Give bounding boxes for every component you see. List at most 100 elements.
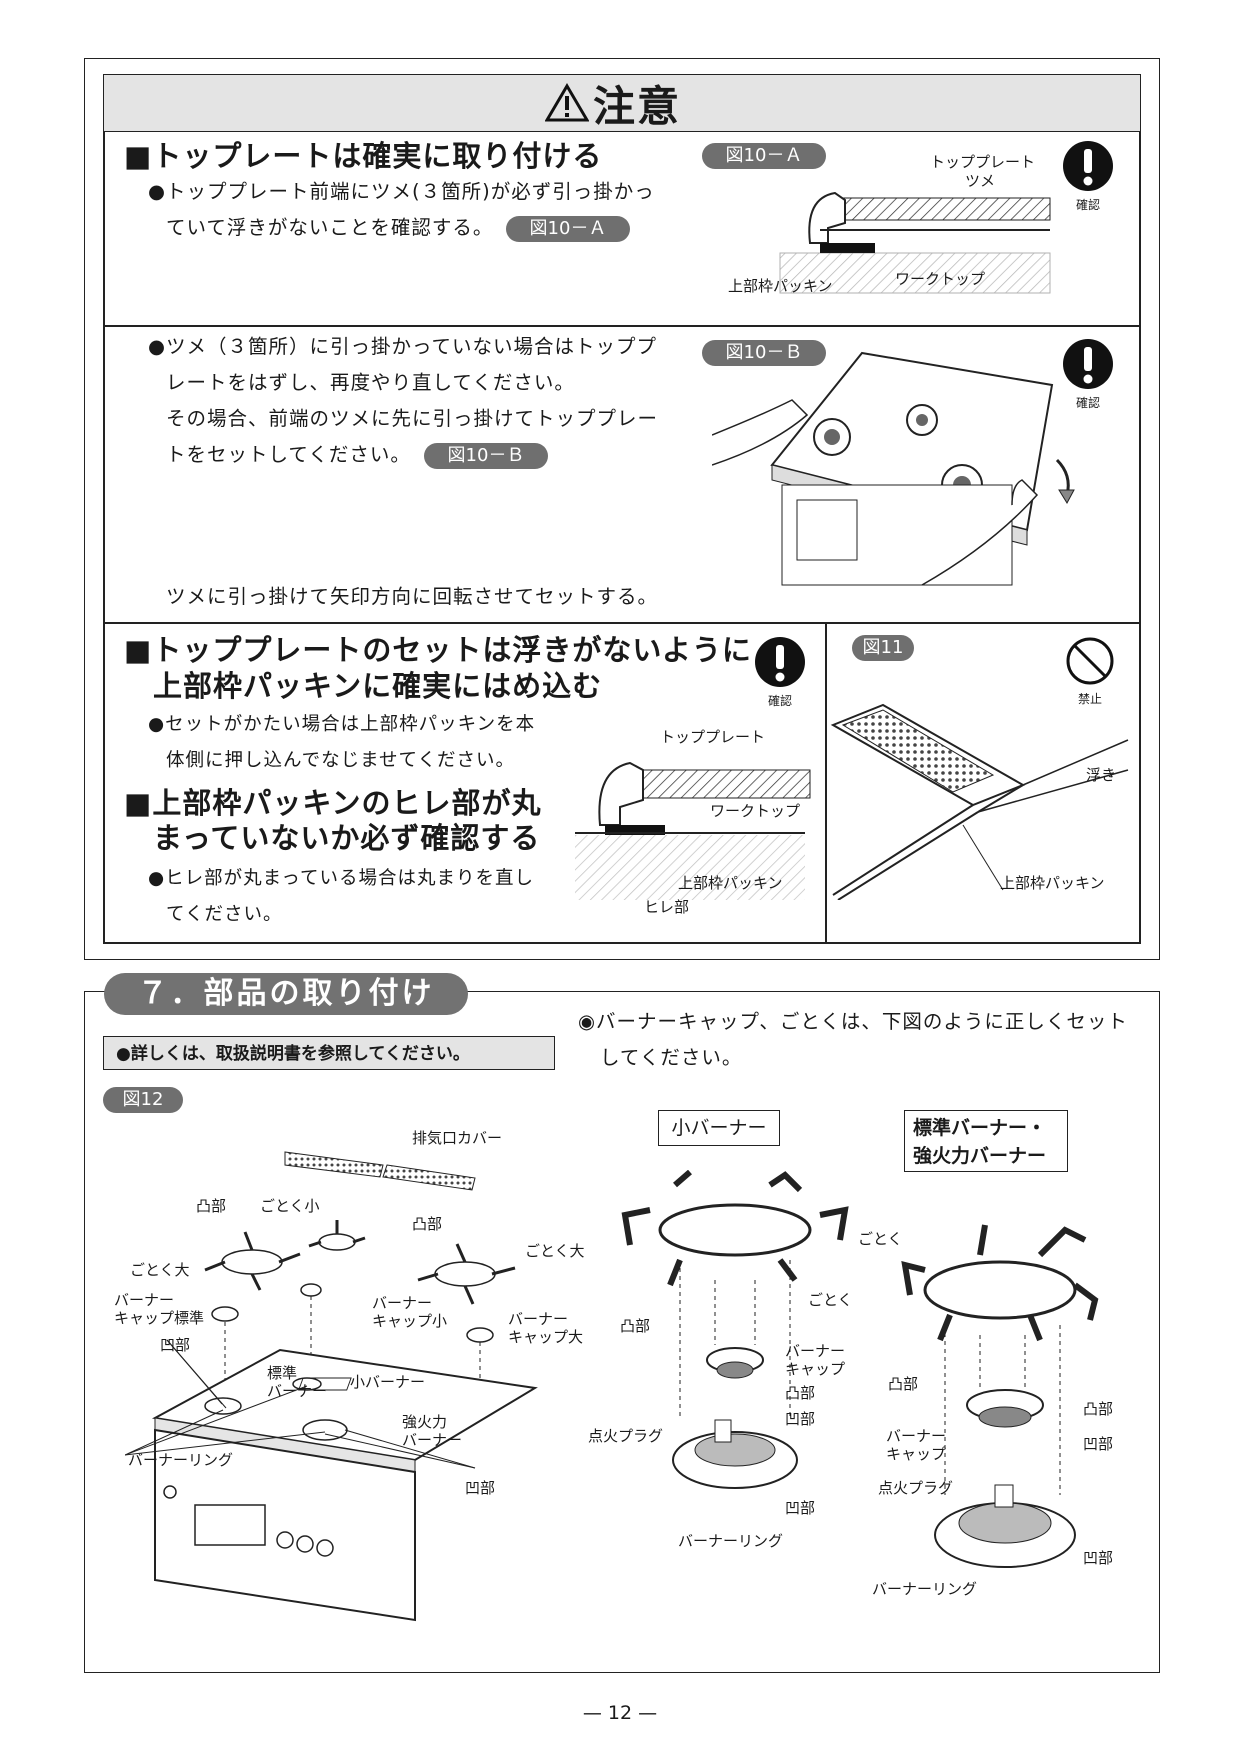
std-callout-convex-1: 凸部 [888, 1375, 919, 1393]
fig11-prohibit-icon: 禁止 [1064, 636, 1116, 707]
small-callout-concave-1: 凹部 [785, 1410, 816, 1428]
warning-triangle-icon [545, 83, 589, 122]
fig11-callout-float: 浮き [1086, 766, 1117, 784]
section7-note: ●詳しくは、取扱説明書を参照してください。 [103, 1036, 555, 1070]
section7-title: ７．部品の取り付け [104, 973, 468, 1015]
fig12-callout-cap-std-1: バーナー [114, 1291, 175, 1309]
fig11-callout-packing: 上部枠パッキン [1000, 874, 1105, 892]
std-burner-title-line1: 標準バーナー・ [913, 1117, 1047, 1139]
fig10a-label: 図10－Ａ [702, 143, 826, 169]
s2-figure-ref: 図10－Ｂ [424, 443, 548, 469]
std-burner-diagram [901, 1224, 1099, 1568]
small-callout-convex-1: 凸部 [620, 1317, 651, 1335]
s2-line2: レートをはずし、再度やり直してください。 [166, 371, 575, 394]
std-callout-ring: バーナーリング [872, 1580, 978, 1598]
fig10a-callout-worktop: ワークトップ [895, 270, 986, 288]
fig10a-callout-tsume: ツメ [965, 172, 996, 190]
std-callout-concave-2: 凹部 [1083, 1549, 1114, 1567]
s3-bullet1-line1: ●セットがかたい場合は上部枠パッキンを本 [148, 714, 536, 735]
fig11-label: 図11 [852, 635, 914, 661]
page-number: — 12 — [582, 1702, 658, 1724]
std-burner-title-line2: 強火力バーナー [913, 1145, 1047, 1167]
fig12-callout-exhaust-cover: 排気口カバー [412, 1129, 503, 1147]
s3-heading2-line2: まっていないか必ず確認する [153, 821, 541, 855]
fig12-callout-concave-2: 凹部 [465, 1479, 496, 1497]
fig12-callout-std-burner-2: バーナー [267, 1382, 328, 1400]
fig12-callout-high-burner-1: 強火力 [402, 1413, 448, 1431]
s1-heading: ■トップレートは確実に取り付ける [124, 139, 603, 173]
s3-heading-line1: ■トッププレートのセットは浮きがないように [124, 633, 752, 667]
fig12-callout-convex-1: 凸部 [196, 1197, 227, 1215]
fig12-callout-trivet-large-left: ごとく大 [130, 1261, 190, 1279]
fig12-label: 図12 [103, 1087, 183, 1113]
fig12-callout-concave-1: 凹部 [160, 1336, 191, 1354]
std-callout-cap-2: キャップ [886, 1445, 947, 1463]
fig12-callout-cap-large-1: バーナー [508, 1310, 569, 1328]
s2-line4: トをセットしてください。 [166, 443, 411, 466]
section7-intro-line2: してください。 [600, 1046, 743, 1069]
s3-bullet2-line1: ●ヒレ部が丸まっている場合は丸まりを直し [148, 868, 534, 889]
small-callout-concave-2: 凹部 [785, 1499, 816, 1517]
std-callout-concave-1: 凹部 [1083, 1435, 1114, 1453]
fig12-callout-trivet-large-right: ごとく大 [525, 1242, 585, 1260]
caution-outer-frame [84, 58, 1160, 960]
std-callout-convex-2: 凸部 [1083, 1400, 1114, 1418]
fig12-callout-cap-small-2: キャップ小 [372, 1312, 448, 1330]
fig10a-callout-packing: 上部枠パッキン [728, 277, 833, 295]
s1-bullet-line2: ていて浮きがないことを確認する。 [166, 216, 494, 239]
s3-heading2-line1: ■上部枠パッキンのヒレ部が丸 [124, 786, 542, 820]
small-callout-igniter: 点火プラグ [588, 1427, 664, 1445]
fig12-callout-small-burner: 小バーナー [350, 1373, 426, 1391]
fig12-callout-convex-2: 凸部 [412, 1215, 443, 1233]
small-callout-cap-1: バーナー [785, 1342, 846, 1360]
fig12-callout-std-burner-1: 標準 [267, 1364, 298, 1382]
small-callout-cap-2: キャップ [785, 1360, 846, 1378]
fig10b-label: 図10－Ｂ [702, 340, 826, 366]
fig12-callout-cap-large-2: キャップ大 [508, 1328, 584, 1346]
fig12-cooktop-diagram [125, 1151, 538, 1622]
small-burner-title-box: 小バーナー [658, 1110, 780, 1146]
s3-heading-line2: 上部枠パッキンに確実にはめ込む [153, 669, 603, 703]
exclamation-icon [1063, 141, 1113, 191]
s2-confirm-icon: 確認 [1062, 338, 1114, 411]
s3-callout-packing: 上部枠パッキン [678, 874, 783, 892]
std-callout-trivet: ごとく [858, 1230, 903, 1248]
fig12-callout-cap-std-2: キャップ標準 [114, 1309, 205, 1327]
divider-row1 [104, 325, 1140, 327]
s3-bullet2-line2: てください。 [166, 904, 283, 925]
std-callout-igniter: 点火プラグ [878, 1479, 954, 1497]
fig12-callout-high-burner-2: バーナー [402, 1431, 463, 1449]
s3-confirm-icon: 確認 [754, 636, 806, 709]
small-callout-convex-2: 凸部 [785, 1384, 816, 1402]
exclamation-icon [755, 637, 805, 687]
std-burner-title-box: 標準バーナー・ 強火力バーナー [904, 1110, 1068, 1172]
std-callout-cap-1: バーナー [886, 1427, 947, 1445]
small-callout-ring: バーナーリング [678, 1532, 784, 1550]
exclamation-icon [1063, 339, 1113, 389]
fig10b-diagram [712, 351, 1075, 586]
section7-intro-line1: ◉バーナーキャップ、ごとくは、下図のように正しくセット [578, 1010, 1128, 1033]
caution-title: 注意 [545, 76, 681, 131]
s3-callout-topplate: トッププレート [660, 728, 766, 746]
fig12-callout-cap-small-1: バーナー [372, 1294, 433, 1312]
fig12-callout-trivet-small: ごとく小 [260, 1197, 320, 1215]
divider-row2 [104, 622, 1140, 624]
s3-callout-worktop: ワークトップ [710, 802, 801, 820]
s3-packing-diagram [575, 761, 811, 900]
section7-frame [84, 991, 1160, 1673]
s1-confirm-icon: 確認 [1062, 140, 1114, 213]
caution-header [104, 75, 1140, 132]
s1-figure-ref: 図10－Ａ [506, 216, 630, 242]
s1-bullet-line1: ●トッププレート前端にツメ(３箇所)が必ず引っ掛かっ [148, 180, 655, 203]
s2-line3: その場合、前端のツメに先に引っ掛けてトッププレー [166, 407, 659, 430]
s3-callout-hire: ヒレ部 [644, 898, 690, 916]
fig12-callout-burner-ring: バーナーリング [128, 1451, 234, 1469]
fig10a-callout-topplate: トッププレート [930, 153, 1036, 171]
s2-line1: ●ツメ（３箇所）に引っ掛かっていない場合はトッププ [148, 335, 658, 358]
small-callout-trivet: ごとく [808, 1291, 853, 1309]
s2-caption: ツメに引っ掛けて矢印方向に回転させてセットする。 [166, 585, 659, 608]
divider-col [825, 622, 827, 944]
prohibited-icon [1066, 637, 1114, 685]
small-burner-diagram [621, 1170, 849, 1489]
fig10a-diagram [779, 191, 1051, 294]
